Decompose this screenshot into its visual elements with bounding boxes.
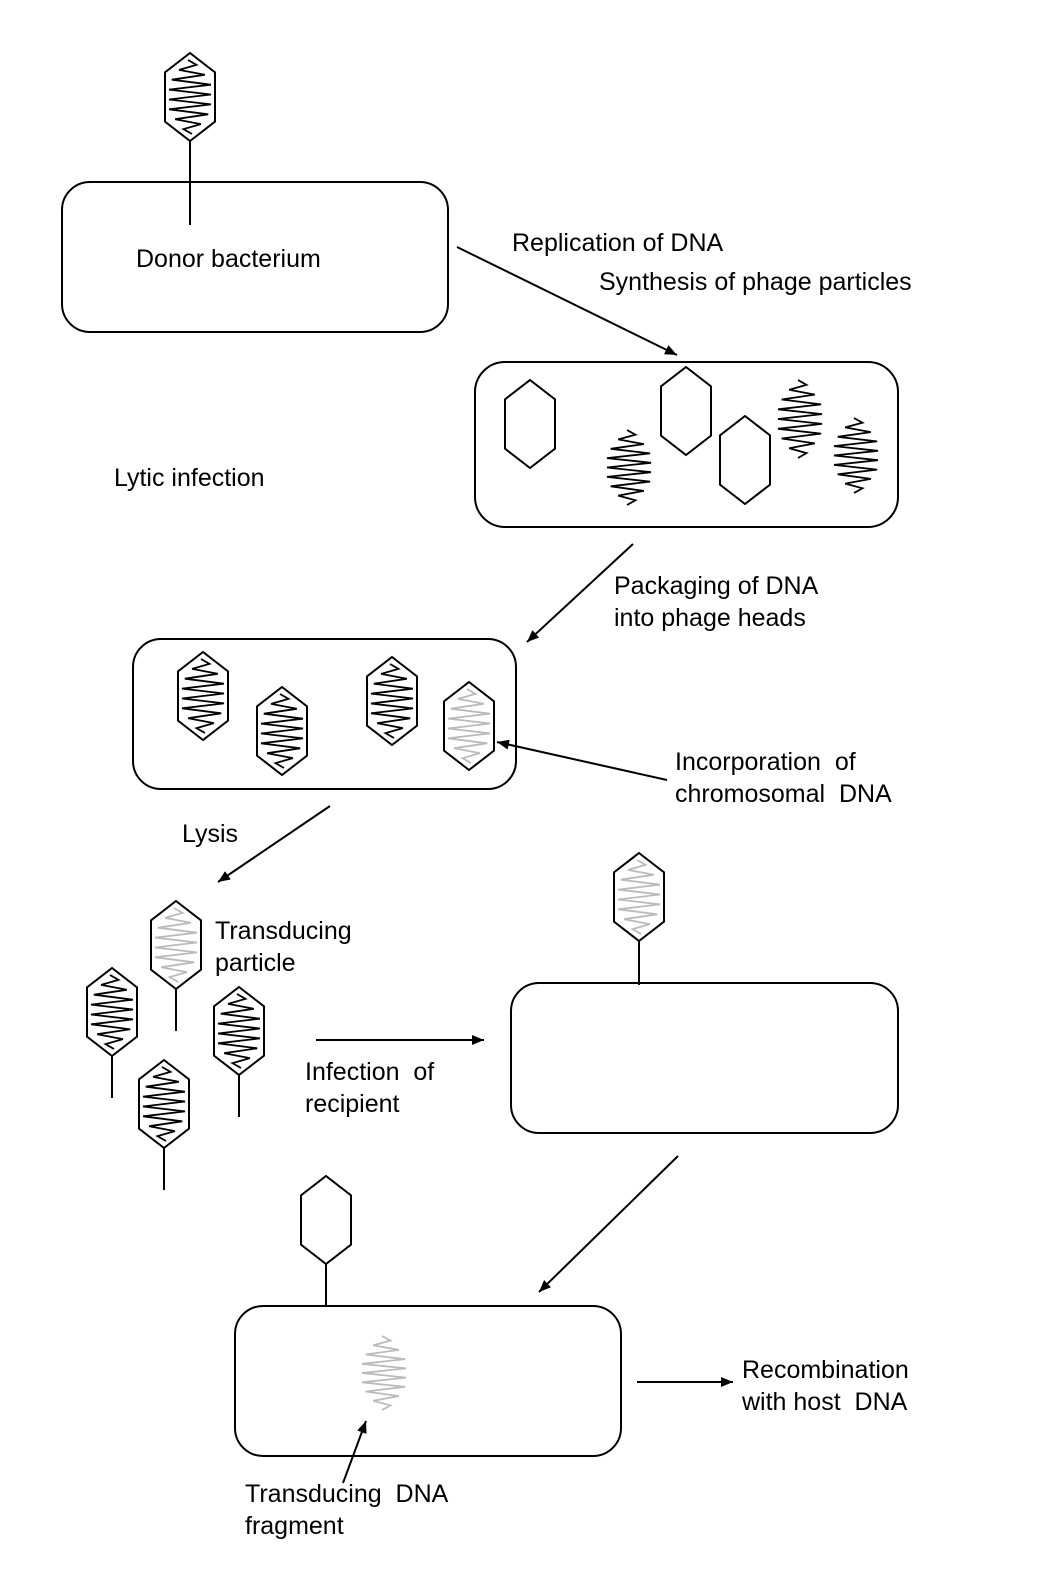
packaged-chromosomal-head-head [443,680,495,772]
incorporation-label: Incorporation of chromosomal DNA [675,748,892,808]
free-phage-dna-3 [833,417,879,494]
replication-label: Replication of DNA [512,229,724,257]
released-phage-3-dna [142,1066,186,1142]
empty-head-1-head [504,378,556,470]
lysis-label: Lysis [182,820,239,848]
packaged-phage-2-head [256,685,308,777]
transducing-dna-fragment [361,1335,407,1411]
recombining-cell [234,1305,622,1457]
packaged-phage-1-head [177,650,229,742]
arrow-to-replication [456,246,678,356]
packaged-phage-3-head [366,655,418,747]
replicating-cell [474,361,899,528]
infection-label: Infection of recipient [305,1058,435,1118]
packaged-phage-3-dna [370,663,414,739]
transducing-particle-dna [154,907,198,983]
synthesis-label: Synthesis of phage particles [599,268,912,296]
arrow-lysis [217,805,331,883]
transducing-particle-label: Transducing particle [215,917,352,977]
packaging-cell [132,638,517,790]
packaged-phage-1-dna [181,658,225,734]
donor-bacterium-label: Donor bacterium [136,245,321,273]
transducing-particle-infecting-dna [617,859,661,935]
phage-infecting-donor-dna [168,59,212,135]
arrow-to-packaging [526,543,634,643]
recombination-label: Recombination with host DNA [742,1356,909,1416]
released-phage-1-dna [90,974,134,1050]
released-phage-2-dna [217,993,261,1069]
free-phage-dna-1 [606,429,652,506]
free-phage-dna-2 [777,379,823,459]
lytic-infection-label: Lytic infection [114,464,265,492]
empty-phage-on-recipient-head [300,1174,352,1266]
empty-head-3-head [719,414,771,506]
phage-group [86,51,879,1411]
recipient-cell [510,982,899,1134]
transducing-fragment-label: Transducing DNA fragment [245,1480,449,1540]
packaged-chromosomal-head-dna [447,688,491,764]
empty-head-2-head [660,365,712,457]
packaging-label: Packaging of DNA into phage heads [614,572,819,632]
donor-bacterium-cell [61,181,449,333]
arrow-incorporation [496,739,668,781]
arrow-fragment [342,1420,367,1484]
packaged-phage-2-dna [260,693,304,769]
arrow-to-recombination-cell [538,1155,679,1293]
